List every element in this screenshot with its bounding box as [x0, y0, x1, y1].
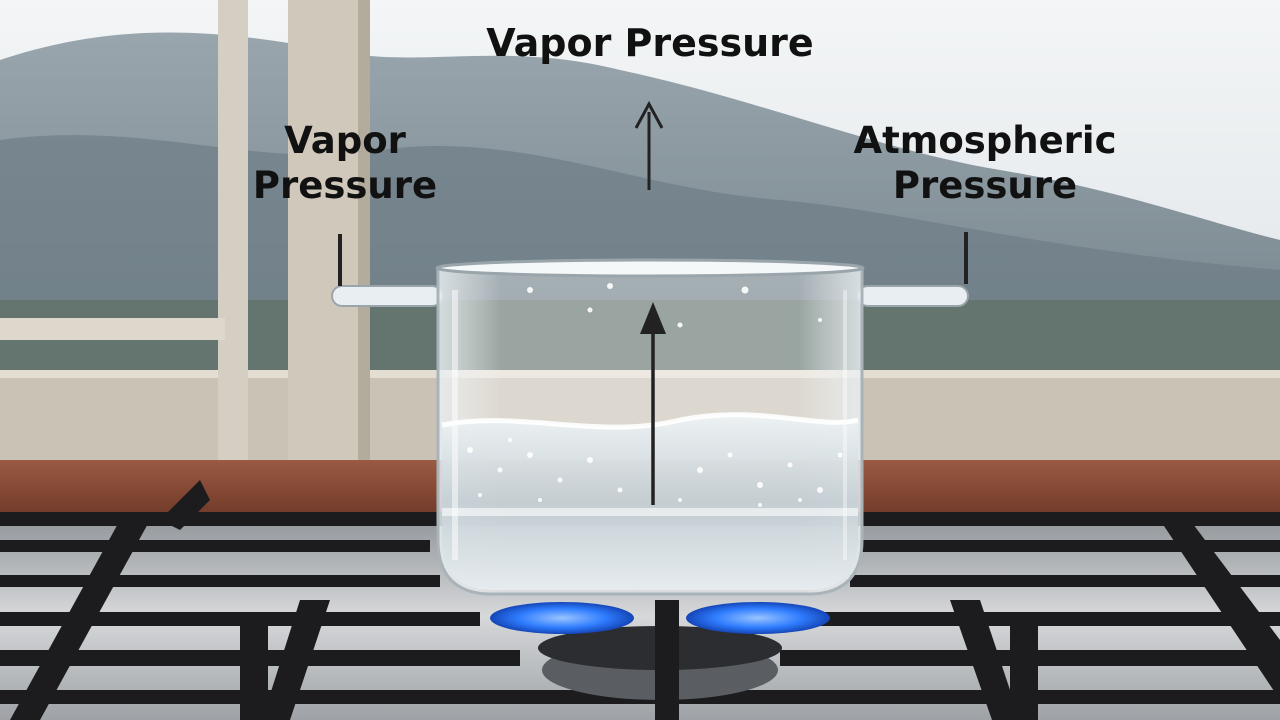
- label-left-line-2: Pressure: [252, 164, 438, 208]
- flame-left: [490, 602, 634, 634]
- glass-pot: [331, 258, 969, 596]
- label-right-line-2: Pressure: [892, 164, 1078, 208]
- window-mullion-mid-shade: [358, 0, 370, 460]
- window-mullion-left: [218, 0, 248, 460]
- vapor-pressure-label-top: Vapor Pressure: [440, 20, 860, 66]
- atmospheric-pressure-label: Atmospheric Pressure: [830, 118, 1140, 208]
- label-right-line-1: Atmospheric: [853, 119, 1117, 162]
- label-top-text: Vapor Pressure: [486, 21, 814, 65]
- vapor-pressure-label-left: Vapor Pressure: [225, 118, 465, 208]
- flame-right: [686, 602, 830, 634]
- arrow-up-top: [634, 100, 664, 190]
- window-lower-rail: [0, 318, 225, 340]
- label-left-line-1: Vapor: [284, 119, 406, 162]
- burner-grate-center: [655, 600, 679, 720]
- window-mullion-mid: [288, 0, 368, 460]
- arrow-up-pot: [640, 302, 666, 505]
- water: [442, 414, 858, 590]
